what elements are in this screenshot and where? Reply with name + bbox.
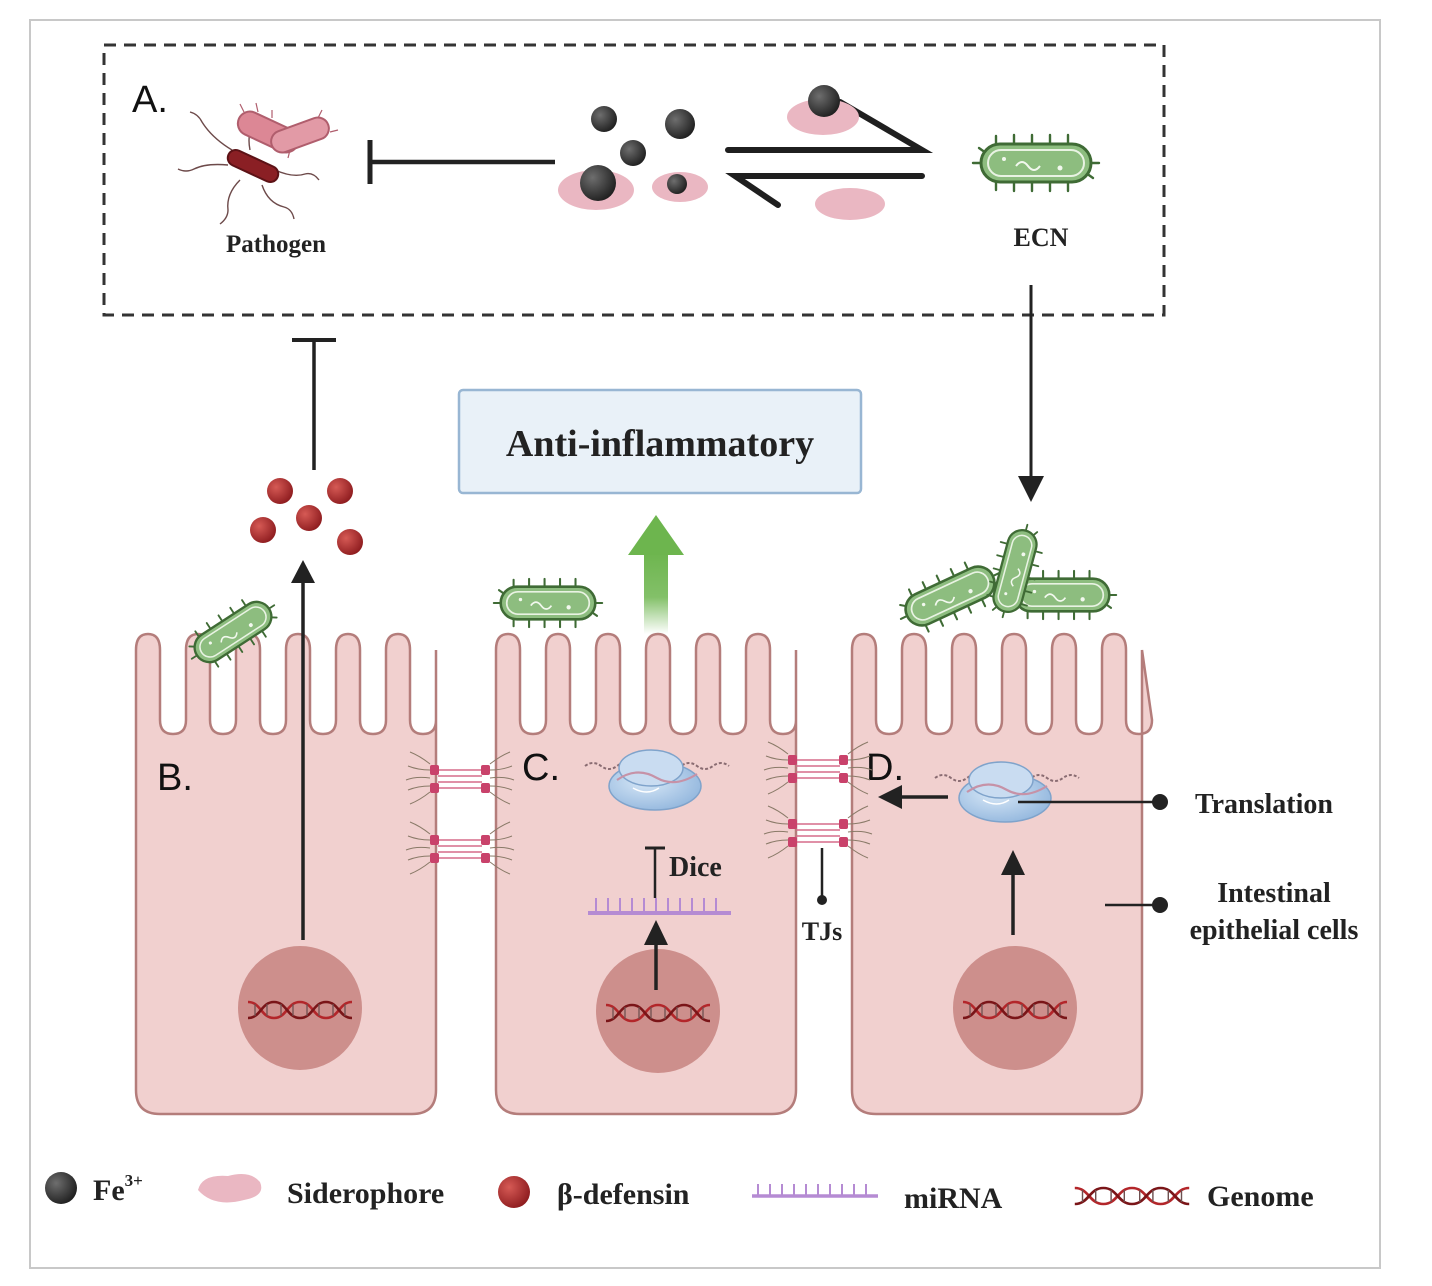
pathogen-bacteria-icon (177, 102, 339, 225)
panel-a-box (102, 43, 1166, 317)
tjs-pointer (817, 848, 827, 905)
ecn-label: ECN (1014, 223, 1069, 252)
legend-defensin-label: β-defensin (557, 1178, 690, 1211)
inhibit-pathogen-line (367, 140, 555, 184)
siderophore-bound-iron (787, 85, 859, 135)
legend-genome-label: Genome (1207, 1180, 1314, 1213)
legend-siderophore-icon (198, 1174, 262, 1203)
legend-mirna-label: miRNA (904, 1182, 1003, 1215)
cell-b (134, 632, 438, 1116)
defensin-cluster (250, 478, 363, 555)
dice-label: Dice (669, 852, 722, 883)
cell-b-secretion-arrow (291, 560, 315, 940)
intestinal-label-line1: Intestinal (1217, 878, 1331, 909)
legend-fe-label: Fe3+ (93, 1171, 143, 1207)
legend-mirna-icon (752, 1184, 878, 1198)
cell-d-translation-arrow (1001, 850, 1025, 935)
legend-fe-icon (45, 1172, 77, 1204)
panel-a-label: A. (132, 79, 168, 121)
equilibrium-arrows (725, 99, 934, 208)
inhibit-defensin-line (292, 338, 336, 470)
panel-b-label: B. (157, 757, 193, 799)
iron-siderophore-cluster (558, 106, 708, 210)
legend-defensin-icon (498, 1176, 530, 1208)
free-siderophore (815, 188, 885, 220)
ecn-down-arrow (1018, 285, 1044, 502)
translation-pointer (1018, 794, 1168, 810)
legend: Fe3+ Siderophore β-defensin miRNA Genome (45, 1171, 1314, 1215)
anti-inflammatory-label: Anti-inflammatory (506, 423, 814, 465)
panel-c-label: C. (522, 747, 560, 789)
anti-inflammatory-box: Anti-inflammatory (457, 388, 863, 495)
pathogen-label: Pathogen (226, 231, 326, 258)
mirna-strand-icon (588, 898, 731, 915)
anti-inflammatory-green-arrow (628, 515, 684, 634)
panel-d-label: D. (866, 747, 904, 789)
intestinal-label-line2: epithelial cells (1190, 915, 1359, 946)
tjs-label: TJs (802, 917, 842, 946)
cell-c-transcription-arrow (644, 920, 668, 990)
tj-reinforce-arrow (878, 785, 948, 809)
dice-inhibition (645, 846, 665, 898)
translation-label: Translation (1195, 789, 1333, 820)
legend-siderophore-label: Siderophore (287, 1177, 444, 1210)
intestinal-pointer (1105, 897, 1168, 913)
cell-c (494, 632, 798, 1116)
